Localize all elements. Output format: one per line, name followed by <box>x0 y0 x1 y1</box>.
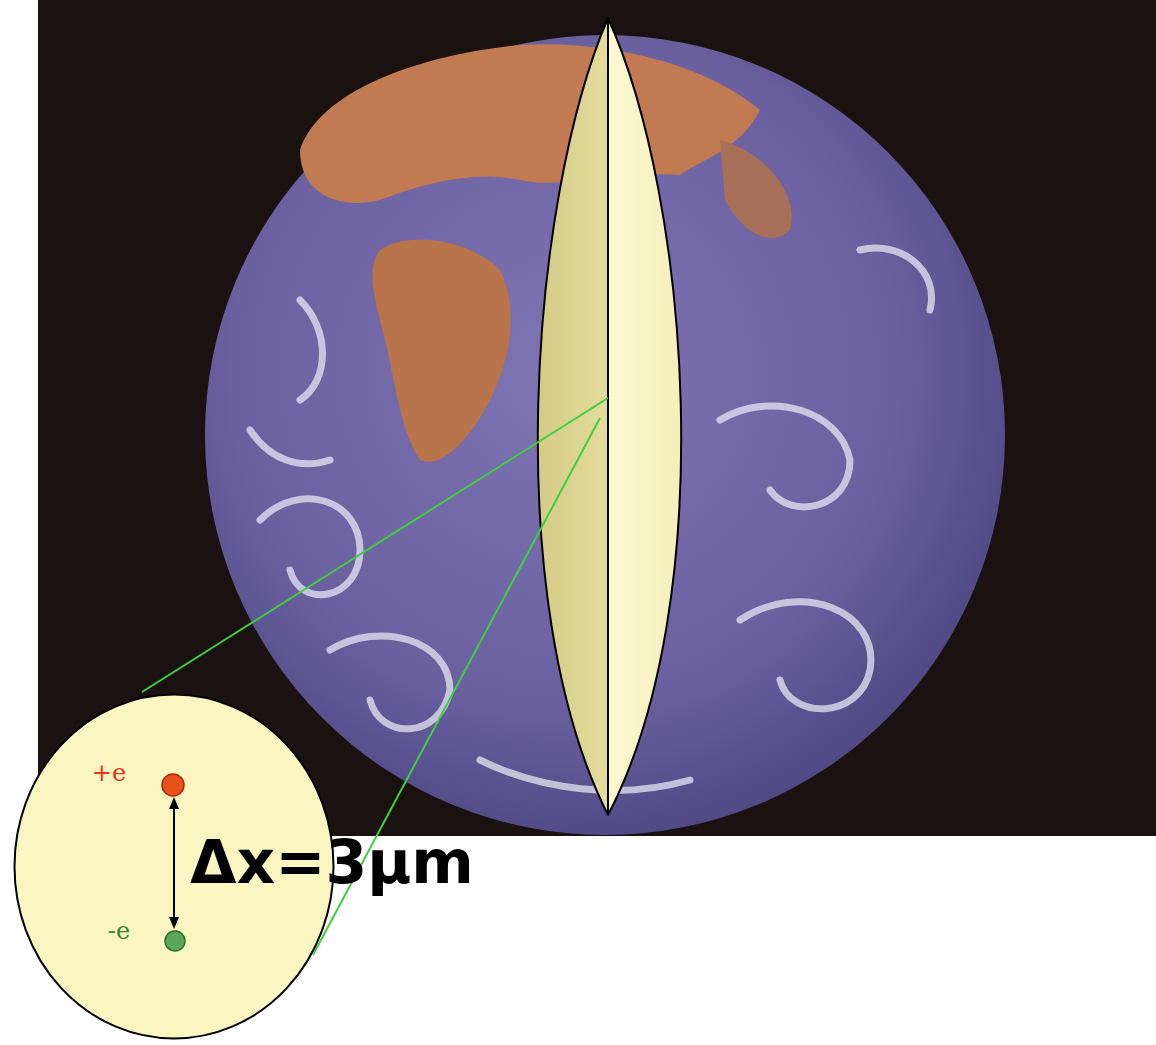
positive-charge <box>162 774 184 796</box>
dimension-label: Δx=3μm <box>190 832 474 892</box>
charge-label: -e <box>108 919 130 943</box>
charge-label: +e <box>92 761 126 785</box>
separation-arrow <box>169 797 179 929</box>
zoom-leader-lines <box>142 398 608 955</box>
lens-cut <box>538 18 681 815</box>
negative-charge <box>165 931 185 951</box>
